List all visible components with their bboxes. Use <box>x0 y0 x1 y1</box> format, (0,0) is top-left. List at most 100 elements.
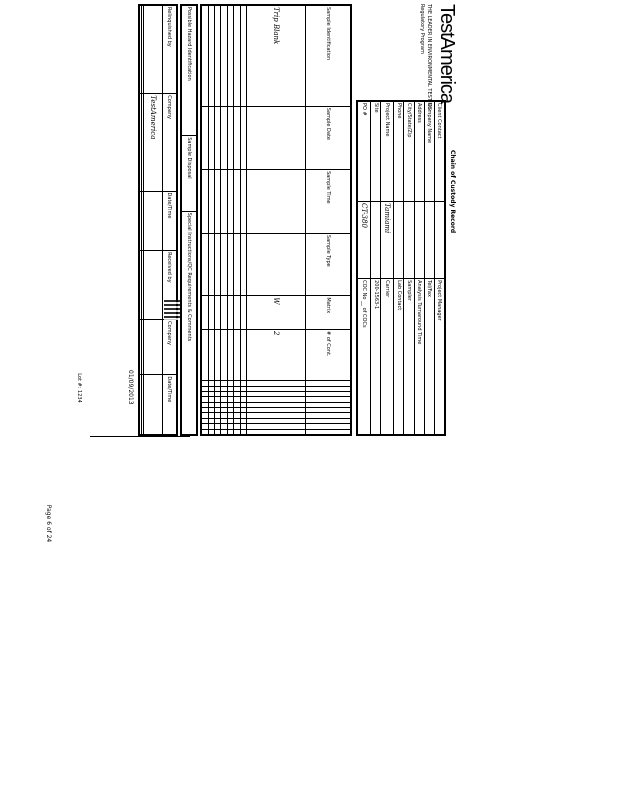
custody-cell <box>139 93 142 192</box>
analysis-cell <box>214 429 221 435</box>
client-value: CT-380 <box>357 201 371 279</box>
sample-cell <box>208 169 215 234</box>
sample-cell <box>246 233 306 296</box>
client-value <box>414 201 425 279</box>
sample-cell <box>220 5 228 107</box>
custody-cell <box>141 319 144 375</box>
sample-cell <box>233 329 241 381</box>
custody-cell <box>139 319 142 375</box>
custody-cell <box>141 374 144 435</box>
client-label: Site <box>370 101 381 202</box>
sample-cell <box>233 233 241 296</box>
custody-cell <box>141 250 144 320</box>
divider <box>90 436 190 437</box>
column-header: Sample Time <box>305 169 351 234</box>
custody-header-cell: Company <box>162 93 177 192</box>
sample-cell <box>240 106 247 170</box>
sample-row <box>233 5 241 435</box>
sample-row <box>208 5 215 435</box>
sample-cell <box>214 233 221 296</box>
column-header: # of Cont. <box>305 329 351 381</box>
sample-cell <box>240 169 247 234</box>
sample-cell <box>227 233 234 296</box>
custody-cell <box>141 191 144 251</box>
program-label: Regulatory Program <box>419 4 425 54</box>
client-label: Company Name <box>424 101 435 202</box>
custody-cell <box>143 5 163 94</box>
custody-row: TestAmerica <box>143 5 163 435</box>
analysis-cell <box>246 429 306 435</box>
custody-cell <box>139 191 142 251</box>
sample-row <box>214 5 221 435</box>
custody-row <box>139 5 142 435</box>
sample-row <box>201 5 209 435</box>
analysis-cell <box>240 429 247 435</box>
tagline: THE LEADER IN ENVIRONMENTAL TESTING <box>426 4 432 110</box>
coc-number-label: COC No <box>361 280 368 300</box>
sample-cell <box>233 295 241 330</box>
column-header: Sample Identification <box>305 5 351 107</box>
column-header: Sample Type <box>305 233 351 296</box>
sample-cell <box>246 169 306 234</box>
sample-cell <box>214 329 221 381</box>
sample-cell <box>240 329 247 381</box>
sample-cell: Trip Blank <box>246 5 306 107</box>
project-label: Tel/Fax <box>424 278 435 435</box>
disposal-label: Sample Disposal <box>181 135 197 212</box>
lot-number: Lot #: 1234 <box>75 373 82 403</box>
client-label: PO # <box>357 101 371 202</box>
sample-cell <box>201 329 209 381</box>
sample-cell <box>214 295 221 330</box>
sample-cell: W <box>246 295 306 330</box>
custody-row <box>141 5 144 435</box>
custody-cell <box>143 250 163 320</box>
analysis-cell <box>233 429 241 435</box>
sample-cell: 2 <box>246 329 306 381</box>
sample-cell <box>201 169 209 234</box>
sample-cell <box>227 5 234 107</box>
sample-row <box>227 5 234 435</box>
analysis-cell <box>227 429 234 435</box>
project-label: Lab Contact <box>393 278 404 435</box>
footer-date: 01/09/2013 <box>127 370 134 405</box>
custody-header-cell: Date/Time <box>162 374 177 435</box>
sample-cell <box>214 5 221 107</box>
special-instructions: Special Instructions/QC Requirements & C… <box>181 211 197 435</box>
sample-cell <box>227 295 234 330</box>
sample-cell <box>201 295 209 330</box>
client-value <box>424 201 435 279</box>
sample-cell <box>201 5 209 107</box>
sample-cell <box>233 106 241 170</box>
sample-cell <box>240 233 247 296</box>
sample-cell <box>240 295 247 330</box>
custody-header-cell: Company <box>162 319 177 375</box>
custody-cell: TestAmerica <box>143 93 163 192</box>
sample-cell <box>246 106 306 170</box>
sample-cell <box>240 5 247 107</box>
client-label: City/State/Zip <box>403 101 415 202</box>
custody-header-cell: Relinquished by <box>162 5 177 94</box>
client-value <box>370 201 381 279</box>
custody-cell <box>143 191 163 251</box>
address-block: THE LEADER IN ENVIRONMENTAL TESTING Regu… <box>418 4 432 110</box>
sample-cell <box>201 233 209 296</box>
coc-cell: COC No __ of COCs <box>357 278 371 435</box>
custody-cell <box>139 374 142 435</box>
custody-cell <box>141 93 144 192</box>
custody-cell <box>143 319 163 375</box>
client-value <box>434 201 445 279</box>
client-label: Address <box>414 101 425 202</box>
project-label: Analysis Turnaround Time <box>414 278 425 435</box>
sample-cell <box>208 295 215 330</box>
